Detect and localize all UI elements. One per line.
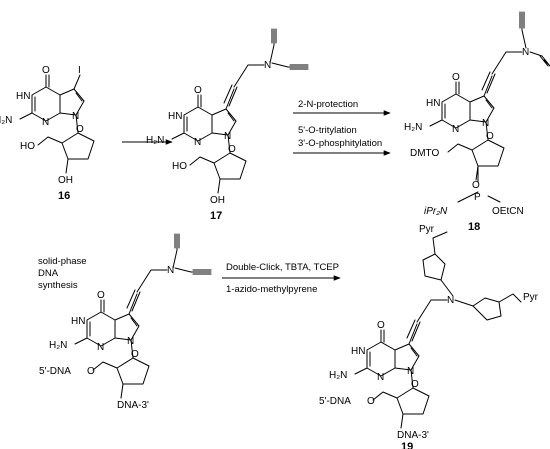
- atom-n7: N: [127, 336, 134, 347]
- atom-iodine: I: [78, 65, 81, 76]
- atom-h2n: H₂N: [404, 122, 422, 133]
- atom-o5: O: [367, 396, 375, 407]
- atom-h2n: H₂N: [329, 370, 347, 381]
- atom-o3: O: [472, 180, 480, 191]
- atom-dmto: DMTO: [410, 148, 439, 159]
- atom-oh: OH: [210, 195, 225, 206]
- atom-n: N: [452, 124, 459, 135]
- atom-hn: HN: [426, 98, 440, 109]
- atom-n: N: [377, 372, 384, 383]
- atom-n: N: [42, 117, 49, 128]
- atom-oxygen-carbonyl: O: [194, 85, 202, 96]
- atom-oxygen-ring: O: [76, 124, 84, 135]
- atom-dna3: DNA-3': [397, 430, 429, 441]
- atom-oxygen-ring: O: [486, 131, 494, 142]
- atom-h2n: H₂N: [0, 115, 12, 126]
- step3-condition-line3: synthesis: [38, 280, 78, 291]
- atom-n-amine: N: [522, 47, 529, 58]
- atom-oxygen-carbonyl: O: [377, 320, 385, 331]
- atom-ipr2n: iPr₂N: [424, 206, 448, 217]
- atom-n-amine: N: [167, 265, 174, 276]
- compound-label-19: 19: [401, 441, 413, 449]
- atom-oxygen-carbonyl: O: [97, 290, 105, 301]
- atom-n: N: [194, 137, 201, 148]
- atom-dna3: DNA-3': [117, 400, 149, 411]
- step4-condition-line2: 1-azido-methylpyrene: [226, 284, 317, 295]
- compound-label-16: 16: [58, 190, 70, 202]
- atom-ho: HO: [20, 141, 35, 152]
- step2-condition-line1: 5'-O-tritylation: [298, 125, 357, 136]
- atom-oxygen-ring: O: [228, 144, 236, 155]
- atom-oxygen-carbonyl: O: [452, 72, 460, 83]
- compound-17: N O HN H₂N N N O HO OH 17: [146, 28, 309, 222]
- atom-pyr-upper: Pyr: [419, 224, 435, 235]
- atom-n7: N: [482, 118, 489, 129]
- compound-oligo: N O HN H₂N N N O 5'-DNA O DNA-3': [39, 233, 212, 411]
- atom-pyr-right: Pyr: [523, 292, 539, 303]
- atom-hn: HN: [71, 316, 85, 327]
- atom-phosphorus: P: [474, 192, 481, 203]
- atom-n7: N: [407, 366, 414, 377]
- compound-label-17: 17: [210, 210, 222, 222]
- atom-o5: O: [87, 366, 95, 377]
- atom-hn: HN: [16, 91, 30, 102]
- atom-oxygen-ring: O: [411, 379, 419, 390]
- atom-n: N: [97, 342, 104, 353]
- atom-n-amine: N: [264, 60, 271, 71]
- step4-condition-line1: Double-Click, TBTA, TCEP: [226, 262, 339, 273]
- atom-h2n: H₂N: [146, 135, 164, 146]
- step2-condition-line2: 3'-O-phosphitylation: [298, 138, 382, 149]
- step3-condition-line2: DNA: [38, 268, 59, 279]
- step1-condition: 2-N-protection: [298, 99, 358, 110]
- atom-oetcn: OEtCN: [492, 206, 524, 217]
- atom-hn: HN: [351, 346, 365, 357]
- atom-hn: HN: [168, 111, 182, 122]
- compound-19: N Pyr Pyr O HN H₂N N N O 5'-DNA O DNA-3'…: [319, 224, 539, 449]
- compound-label-18: 18: [468, 221, 480, 233]
- atom-n7: N: [224, 131, 231, 142]
- atom-h2n: H₂N: [49, 340, 67, 351]
- atom-dna5: 5'-DNA: [39, 366, 71, 377]
- atom-oh: OH: [58, 175, 73, 186]
- compound-18: N O HN H₂N N N O DMTO O P iPr₂N OEtCN 18: [404, 11, 550, 233]
- atom-ho: HO: [172, 161, 187, 172]
- atom-n7: N: [72, 111, 79, 122]
- atom-oxygen-ring: O: [131, 349, 139, 360]
- compound-16: I O HN H₂N N N O HO OH 16: [0, 65, 95, 202]
- atom-n-amine: N: [447, 295, 454, 306]
- atom-oxygen-carbonyl: O: [42, 65, 50, 76]
- atom-dna5: 5'-DNA: [319, 396, 351, 407]
- step3-condition-line1: solid-phase: [38, 256, 87, 267]
